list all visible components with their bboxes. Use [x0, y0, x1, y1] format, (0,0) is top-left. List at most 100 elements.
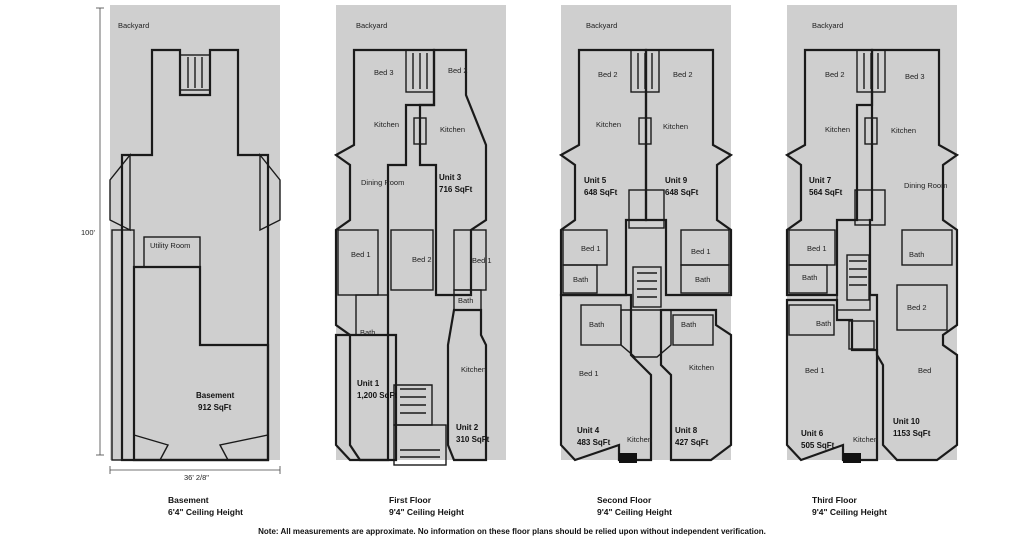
bed1-unit6-label: Bed 1 [805, 366, 825, 375]
unit4-name: Unit 4 [577, 426, 600, 435]
floor-title: Second Floor [597, 495, 652, 505]
unit9-name: Unit 9 [665, 176, 688, 185]
unit-7-area [784, 48, 874, 297]
dimension-lines: 100' 36' 2/8" [81, 7, 281, 482]
bed2-left-label: Bed 2 [598, 70, 618, 79]
bed1-left-label: Bed 1 [807, 244, 827, 253]
kitchen-unit6-label: Kitchen [853, 435, 878, 444]
entry-porch [393, 424, 447, 466]
unit3-area: 716 SqFt [439, 185, 473, 194]
stairs [179, 54, 211, 91]
kitchen-unit4-label: Kitchen [627, 435, 652, 444]
unit8-name: Unit 8 [675, 426, 698, 435]
kitchen-right-label: Kitchen [440, 125, 465, 134]
bath-right-label: Bath [695, 275, 710, 284]
bed3-label: Bed 3 [374, 68, 394, 77]
unit1-name: Unit 1 [357, 379, 380, 388]
bed2-top-label: Bed 2 [448, 66, 468, 75]
stairs [393, 49, 435, 426]
width-dimension: 36' 2/8" [184, 473, 209, 482]
unit-9-area [644, 48, 734, 297]
bed3-label: Bed 3 [905, 72, 925, 81]
unit3-name: Unit 3 [439, 173, 462, 182]
backyard-label: Backyard [586, 21, 617, 30]
bath-right-label: Bath [909, 250, 924, 259]
floor-plan-third-floor: Backyard Bed 2 Bed 3 Kitchen Kitchen Uni… [784, 5, 960, 463]
bed1-left-label: Bed 1 [581, 244, 601, 253]
unit7-area: 564 SqFt [809, 188, 843, 197]
floor-plan-first-floor: Backyard Bed 3 Bed 2 Kitchen Kitchen Din… [333, 5, 506, 466]
disclaimer-note: Note: All measurements are approximate. … [258, 527, 766, 536]
unit5-area: 648 SqFt [584, 188, 618, 197]
floor-plan-basement: Backyard Utility Room Basement 912 SqFt [109, 5, 281, 462]
unit10-area: 1153 SqFt [893, 429, 931, 438]
unit7-name: Unit 7 [809, 176, 832, 185]
bath-right-label: Bath [458, 296, 473, 305]
unit-2-area [446, 308, 488, 462]
bed1-left-label: Bed 1 [351, 250, 371, 259]
kitchen-lower-right-label: Kitchen [689, 363, 714, 372]
bath-left-label: Bath [573, 275, 588, 284]
height-dimension: 100' [81, 228, 96, 237]
dining-room-label: Dining Room [904, 181, 947, 190]
bed-right-label: Bed [918, 366, 931, 375]
bed1-lower-left-label: Bed 1 [579, 369, 599, 378]
unit6-name: Unit 6 [801, 429, 824, 438]
caption-first-floor: First Floor 9'4" Ceiling Height [389, 494, 464, 518]
basement-name: Basement [196, 391, 235, 400]
stairs [630, 49, 662, 308]
utility-label: Utility Room [150, 241, 190, 250]
bath-left-label: Bath [802, 273, 817, 282]
dining-label: Dining Room [361, 178, 404, 187]
floor-plan-second-floor: Backyard Bed 2 Bed 2 Kitchen Kitchen Uni… [558, 5, 734, 463]
kitchen-right-label: Kitchen [891, 126, 916, 135]
unit-1-area [333, 48, 436, 462]
backyard-label: Backyard [812, 21, 843, 30]
stair-hall-green [836, 219, 871, 311]
unit2-area: 310 SqFt [456, 435, 490, 444]
bed2-right-label: Bed 2 [673, 70, 693, 79]
caption-second-floor: Second Floor 9'4" Ceiling Height [597, 494, 672, 518]
unit1-area: 1,200 SqFt [357, 391, 397, 400]
floor-title: Third Floor [812, 495, 857, 505]
unit9-area: 648 SqFt [665, 188, 699, 197]
backyard-area [336, 5, 506, 460]
ceiling-height: 9'4" Ceiling Height [389, 507, 465, 517]
bath-lower-left-label: Bath [589, 320, 604, 329]
bed1-right-label: Bed 1 [472, 256, 492, 265]
unit8-area: 427 SqFt [675, 438, 709, 447]
utility-room-label: Utility Room [150, 241, 190, 250]
kitchen-left-label: Kitchen [596, 120, 621, 129]
bed2-label: Bed 2 [825, 70, 845, 79]
backyard-label: Backyard [118, 21, 149, 30]
unit-8-area [659, 308, 733, 462]
bed2-mid-label: Bed 2 [412, 255, 432, 264]
bed2-right-label: Bed 2 [907, 303, 927, 312]
kitchen-left-label: Kitchen [825, 125, 850, 134]
floor-title: First Floor [389, 495, 432, 505]
dining-room-label: Dining Room [361, 178, 404, 187]
kitchen-right-label: Kitchen [663, 122, 688, 131]
basement-area: 912 SqFt [198, 403, 232, 412]
backyard-label: Backyard [356, 21, 387, 30]
bath-left-label: Bath [360, 328, 375, 337]
unit-6-area [785, 298, 879, 462]
unit6-area: 505 SqFt [801, 441, 835, 450]
dining-label: Dining Room [904, 181, 947, 190]
ceiling-height: 9'4" Ceiling Height [597, 507, 673, 517]
bath-unit6-label: Bath [816, 319, 831, 328]
unit5-name: Unit 5 [584, 176, 607, 185]
ceiling-height: 9'4" Ceiling Height [812, 507, 888, 517]
unit-3-area [418, 48, 488, 297]
kitchen-unit2-label: Kitchen [461, 365, 486, 374]
unit2-name: Unit 2 [456, 423, 479, 432]
bath-lower-right-label: Bath [681, 320, 696, 329]
stairs [846, 49, 886, 301]
unit10-name: Unit 10 [893, 417, 920, 426]
caption-basement: Basement 6'4" Ceiling Height [168, 494, 243, 518]
floor-title: Basement [168, 495, 209, 505]
bed1-right-label: Bed 1 [691, 247, 711, 256]
caption-third-floor: Third Floor 9'4" Ceiling Height [812, 494, 887, 518]
unit4-area: 483 SqFt [577, 438, 611, 447]
